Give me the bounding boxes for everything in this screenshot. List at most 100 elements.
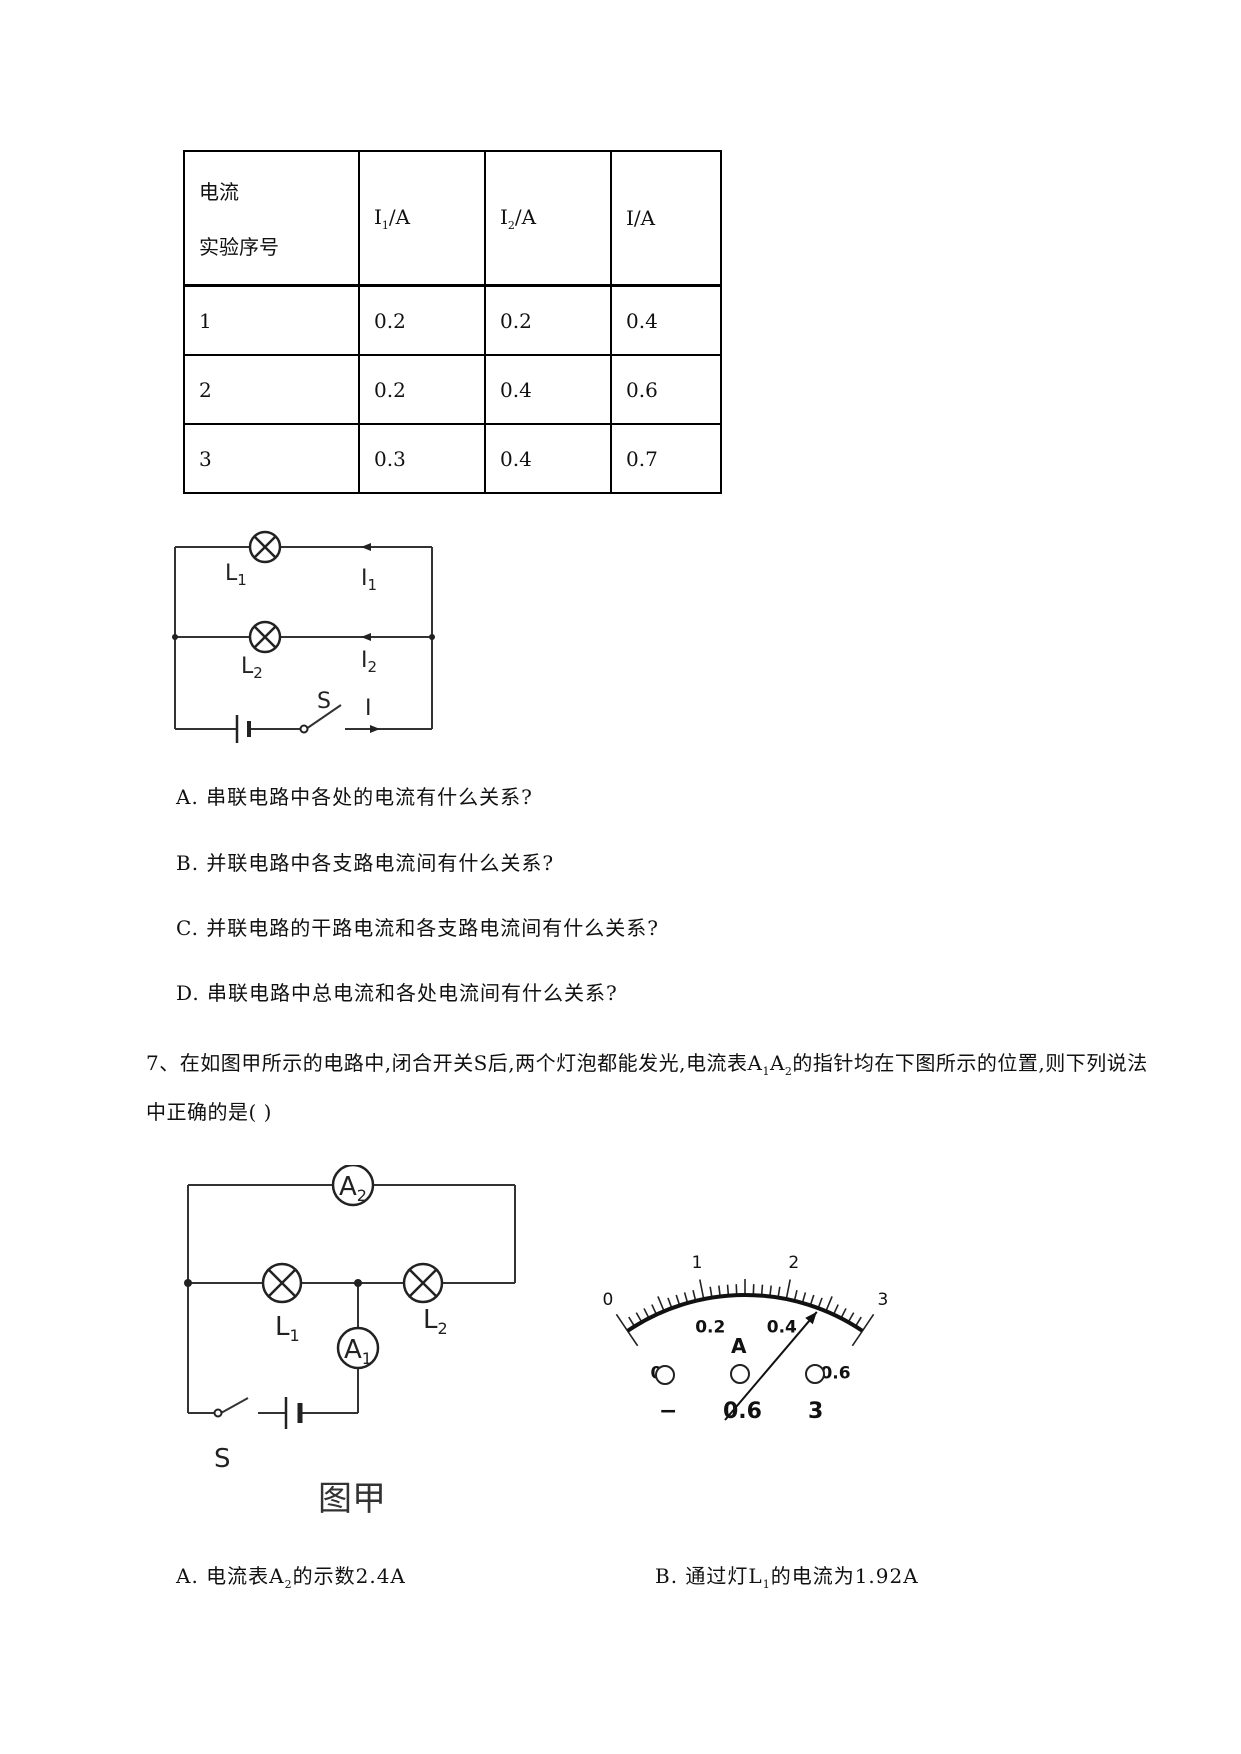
q7-part2: A: [769, 1051, 785, 1075]
lamp-l2-icon: [402, 1262, 444, 1304]
needle-arrowhead-icon: [805, 1311, 817, 1325]
option-7a-sub: 2: [284, 1578, 293, 1591]
label-s: S: [317, 689, 331, 714]
ammeter-a1-icon: [336, 1326, 380, 1370]
terminal-3-label: 3: [808, 1399, 823, 1424]
label-l2: L2: [423, 1305, 448, 1338]
cell-trial: 1: [183, 284, 360, 356]
cell-i2: 0.2: [484, 284, 612, 356]
header-i2-unit: /A: [514, 204, 537, 229]
header-i1-symbol: I: [374, 204, 382, 229]
header-i2-sub: 2: [507, 218, 515, 232]
table-row: 1 0.2 0.2 0.4: [183, 284, 722, 356]
label-i: I: [365, 696, 372, 721]
battery-icon: [284, 1397, 303, 1429]
terminal-0.6-label: 0.6: [723, 1399, 762, 1424]
cell-trial: 2: [183, 354, 360, 425]
option-6c: C. 并联电路的干路电流和各支路电流间有什么关系?: [176, 916, 660, 940]
cell-trial: 3: [183, 423, 360, 494]
label-a1: A1: [344, 1335, 372, 1368]
option-6a: A. 串联电路中各处的电流有什么关系?: [176, 785, 533, 809]
header-row-label: 电流 实验序号: [183, 150, 360, 287]
label-l1: L1: [275, 1312, 300, 1345]
lamp-l1-icon: [248, 530, 282, 564]
dial-end-tick: [851, 1330, 864, 1347]
table-row: 2 0.2 0.4 0.6: [183, 354, 722, 425]
junction-dot-icon: [184, 1279, 192, 1287]
option-6d: D. 串联电路中总电流和各处电流间有什么关系?: [176, 981, 618, 1005]
cell-i: 0.4: [610, 284, 722, 356]
dial-top-scale-label: 2: [788, 1253, 799, 1273]
current-arrow-icon: [361, 543, 380, 733]
dial-top-scale-label: 3: [878, 1290, 889, 1310]
ammeter-a2-icon: [331, 1165, 375, 1207]
switch-s-icon: [299, 724, 309, 734]
option-7b-sub: 1: [762, 1578, 771, 1591]
cell-i1: 0.2: [358, 284, 486, 356]
label-i1: I1: [361, 566, 377, 594]
label-l2: L2: [241, 654, 263, 682]
header-i1: I1/A: [358, 150, 486, 287]
option-6b: B. 并联电路中各支路电流间有什么关系?: [176, 851, 555, 875]
needle-icon: [724, 1311, 818, 1421]
lamp-l2-icon: [248, 620, 282, 654]
header-trial-label: 实验序号: [199, 235, 279, 259]
figure-caption: 图甲: [318, 1479, 386, 1519]
label-l1: L1: [225, 561, 247, 589]
dial-tick: [615, 1313, 629, 1332]
dial-tick: [699, 1279, 705, 1300]
dial-top-scale-label: 0: [602, 1290, 613, 1310]
option-7a: A. 电流表A2的示数2.4A: [176, 1560, 406, 1591]
label-a2: A2: [339, 1172, 367, 1205]
terminal-3-icon[interactable]: [805, 1364, 825, 1384]
dial-bottom-scale-label: 0.2: [695, 1318, 725, 1338]
header-i2: I2/A: [484, 150, 612, 287]
junction-dot-icon: [172, 634, 178, 640]
q7-sub2: 2: [784, 1065, 793, 1078]
dial-tick: [861, 1313, 875, 1332]
option-7b-post: 的电流为1.92A: [770, 1564, 919, 1588]
junction-dot-icon: [354, 1279, 362, 1287]
battery-icon: [235, 715, 251, 743]
cell-i2: 0.4: [484, 423, 612, 494]
dial-bottom-scale-label: 0.6: [820, 1363, 850, 1383]
cell-i1: 0.3: [358, 423, 486, 494]
header-i1-sub: 1: [381, 218, 389, 232]
q7-part1: 7、在如图甲所示的电路中,闭合开关S后,两个灯泡都能发光,电流表A: [146, 1051, 763, 1075]
header-i1-unit: /A: [388, 204, 411, 229]
dial-tick: [825, 1296, 833, 1312]
unit-label: A: [731, 1334, 747, 1358]
terminal-minus-icon[interactable]: [655, 1365, 675, 1385]
header-i-text: I/A: [626, 206, 656, 230]
q7-sub1: 1: [762, 1065, 770, 1078]
question-7-text: 7、在如图甲所示的电路中,闭合开关S后,两个灯泡都能发光,电流表A1A2的指针均…: [146, 1043, 1156, 1132]
parallel-circuit-diagram: L1 I1 L2 I2 S I: [172, 530, 435, 743]
label-i2: I2: [361, 648, 377, 676]
header-i2-symbol: I: [500, 204, 508, 229]
dial-bottom-scale-label: 0.4: [767, 1318, 797, 1338]
option-7b: B. 通过灯L1的电流为1.92A: [655, 1560, 919, 1591]
switch-s-icon: [213, 1408, 223, 1418]
dial-top-scale-label: 1: [692, 1253, 703, 1273]
option-7a-pre: A. 电流表A: [176, 1564, 285, 1588]
q7-part3: 的指针均在下图所示的位置,则下列说法中正确的是( ): [146, 1051, 1148, 1124]
terminal-minus-label: −: [659, 1399, 677, 1424]
cell-i1: 0.2: [358, 354, 486, 425]
circuit-figure-jia: A2 A1 L1 L2 S 图甲: [184, 1165, 516, 1519]
header-current-label: 电流: [199, 180, 239, 204]
table-header-row: 电流 实验序号 I1/A I2/A I/A: [183, 150, 722, 287]
lamp-l1-icon: [261, 1262, 303, 1304]
junction-dot-icon: [429, 634, 435, 640]
label-s: S: [214, 1444, 231, 1474]
terminal-0.6-icon[interactable]: [730, 1364, 750, 1384]
dial-tick: [657, 1296, 665, 1312]
dial-tick: [785, 1279, 791, 1300]
option-7a-post: 的示数2.4A: [292, 1564, 406, 1588]
table-row: 3 0.3 0.4 0.7: [183, 423, 722, 494]
cell-i: 0.7: [610, 423, 722, 494]
dial-end-tick: [626, 1330, 639, 1347]
dial-arc: [626, 1293, 864, 1333]
header-i: I/A: [610, 150, 722, 287]
current-data-table: 电流 实验序号 I1/A I2/A I/A 1 0.2 0.2 0.4 2 0.…: [183, 150, 722, 494]
